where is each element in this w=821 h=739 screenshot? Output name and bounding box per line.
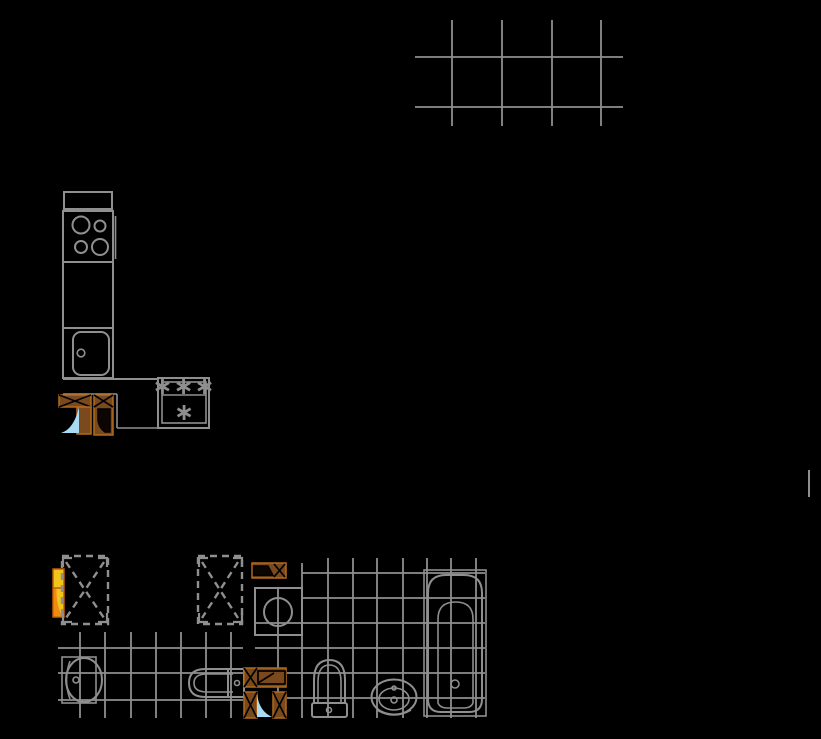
bowl-inner: [317, 664, 342, 703]
sink-drain: [76, 348, 86, 358]
bowl-outline: [313, 658, 346, 703]
door-panel: [97, 408, 111, 433]
ceiling-grid[interactable]: [415, 20, 623, 126]
door-swing-arc: [61, 407, 79, 433]
arrow-bottom-left: [197, 613, 208, 624]
arrow-bottom-right: [98, 613, 109, 624]
x-diagonals: [65, 561, 105, 619]
drum: [263, 597, 293, 627]
burner-large-2: [91, 238, 109, 256]
x-brace-left: [243, 691, 258, 719]
arrow-top-left: [197, 556, 208, 567]
tub-rim: [427, 574, 483, 713]
bathtub[interactable]: [423, 569, 487, 717]
tub-drain: [450, 679, 460, 689]
freezer-rating-3stars: ∗∗∗: [152, 372, 215, 400]
washbasin-round[interactable]: [370, 678, 418, 716]
washing-machine[interactable]: [254, 587, 303, 636]
door-swing-arc: [257, 694, 272, 717]
tap-dot: [391, 685, 397, 691]
arrow-top-right: [233, 556, 244, 567]
arrow-bottom-left: [61, 613, 72, 624]
wall-unit-small[interactable]: [251, 562, 287, 579]
x-brace: [273, 563, 286, 578]
burner-small-2: [74, 240, 88, 254]
arrow-top-right: [98, 556, 109, 567]
x-brace: [93, 394, 114, 408]
tub-basin: [437, 601, 474, 709]
radiator-shading: [54, 589, 62, 616]
toilet-front[interactable]: [311, 658, 348, 718]
arrow-bottom-right: [233, 613, 244, 624]
panel-inset: [252, 565, 275, 577]
bowl-inner: [193, 673, 233, 693]
corner-base-cabinet[interactable]: [58, 394, 92, 435]
arrow-top-left: [61, 556, 72, 567]
wall-cabinet[interactable]: [63, 191, 113, 210]
cooktop[interactable]: [62, 210, 117, 263]
flush-button: [325, 706, 333, 714]
fridge-freezer[interactable]: ∗∗∗ ∗: [152, 372, 215, 429]
x-brace: [243, 667, 258, 688]
basin-drain: [390, 696, 398, 704]
tub-outer-rect: [423, 569, 487, 717]
void-shaft-1[interactable]: [60, 554, 110, 626]
base-cabinet[interactable]: [93, 394, 114, 436]
radiator[interactable]: [52, 568, 65, 618]
cistern: [311, 702, 348, 718]
basin-drain: [72, 676, 80, 684]
vent-panel: [257, 670, 286, 685]
x-brace-right: [272, 691, 287, 719]
tile-grid-right[interactable]: [255, 558, 485, 718]
x-diagonals: [200, 561, 240, 619]
tile-grid-left[interactable]: [58, 632, 243, 718]
burner-large-1: [71, 215, 91, 235]
shelf-unit[interactable]: [243, 667, 287, 688]
vent-diagonal: [257, 672, 275, 684]
basin-rim-lower: [376, 709, 412, 716]
x-brace: [58, 394, 92, 408]
basin-inner-curve: [65, 660, 71, 700]
bowl-outline: [187, 668, 233, 698]
cabinet-column: [76, 406, 92, 435]
kitchen-run[interactable]: [62, 191, 158, 429]
corner-unit-lower[interactable]: [243, 691, 287, 719]
flush-button: [233, 679, 241, 687]
burner-small-1: [93, 219, 107, 233]
freezer-rating-1star: ∗: [174, 398, 194, 426]
washbasin-oval[interactable]: [61, 656, 103, 704]
kitchen-sink[interactable]: [62, 327, 114, 379]
void-shaft-2[interactable]: [196, 554, 244, 626]
basin-inner: [378, 687, 410, 711]
